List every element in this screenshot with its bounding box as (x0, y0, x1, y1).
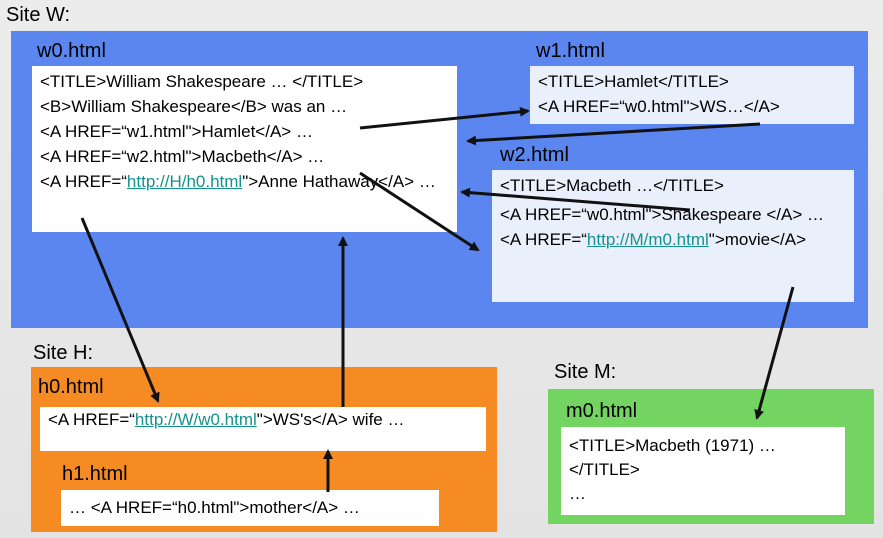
w1-line-link-w0: <A HREF=“w0.html">WS…</A> (538, 97, 780, 116)
w2-html-box: <TITLE>Macbeth …</TITLE> <A HREF=“w0.htm… (492, 170, 854, 302)
h0-href-suffix: ">WS's</A> wife … (256, 410, 405, 429)
w1-html-box: <TITLE>Hamlet</TITLE> <A HREF=“w0.html">… (530, 66, 854, 124)
w1-line-title: <TITLE>Hamlet</TITLE> (538, 72, 729, 91)
m0-line-ellipsis: … (569, 484, 586, 503)
h1-html-box: … <A HREF=“h0.html">mother</A> … (61, 490, 439, 526)
m0-line-title: <TITLE>Macbeth (1971) … </TITLE> (569, 436, 776, 479)
w0-href-suffix: ">Anne Hathaway</A> … (242, 172, 436, 191)
h0-html-box: <A HREF=“http://W/w0.html">WS's</A> wife… (40, 407, 486, 451)
w2-link-m0[interactable]: http://M/m0.html (586, 230, 709, 249)
arrow-w0-to-w1 (359, 106, 530, 130)
arrow-w2-to-w0 (460, 187, 691, 212)
w1-label: w1.html (536, 40, 605, 62)
w2-href-suffix: ">movie</A> (708, 230, 807, 249)
h0-href-prefix: <A HREF=“ (48, 410, 135, 429)
arrow-w2-to-m0 (754, 286, 795, 420)
site-w-label: Site W: (6, 4, 71, 26)
h1-line-link-h0: … <A HREF=“h0.html">mother</A> … (69, 498, 360, 517)
w0-line-title: <TITLE>William Shakespeare … </TITLE> (40, 72, 364, 91)
w2-label: w2.html (500, 144, 569, 166)
w2-line-link-m0: <A HREF=“http://M/m0.html">movie</A> (500, 227, 848, 252)
w0-line-bold: <B>William Shakespeare</B> was an … (40, 97, 348, 116)
w0-line-link-w1: <A HREF=“w1.html">Hamlet</A> … (40, 122, 313, 141)
h0-link-w0[interactable]: http://W/w0.html (134, 410, 257, 429)
site-h-label: Site H: (33, 342, 94, 364)
w0-line-link-h0: <A HREF=“http://H/h0.html">Anne Hathaway… (40, 169, 449, 194)
arrow-w0-to-w2 (359, 171, 480, 252)
m0-label: m0.html (566, 400, 638, 422)
w0-html-box: <TITLE>William Shakespeare … </TITLE> <B… (32, 66, 457, 232)
arrow-w0-to-h0 (80, 217, 160, 403)
site-m-label: Site M: (554, 361, 617, 383)
w2-line-link-w0: <A HREF=“w0.html">Shakespeare </A> … (500, 205, 824, 224)
m0-html-box: <TITLE>Macbeth (1971) … </TITLE> … (561, 427, 845, 515)
w0-link-h0[interactable]: http://H/h0.html (126, 172, 243, 191)
w2-line-title: <TITLE>Macbeth …</TITLE> (500, 176, 724, 195)
w0-line-link-w2: <A HREF=“w2.html">Macbeth</A> … (40, 147, 325, 166)
w2-href-prefix: <A HREF=“ (500, 230, 587, 249)
w0-href-prefix: <A HREF=“ (40, 172, 127, 191)
h1-label: h1.html (62, 463, 128, 485)
w0-label: w0.html (37, 40, 106, 62)
h0-line-link-w0: <A HREF=“http://W/w0.html">WS's</A> wife… (48, 410, 478, 430)
arrow-w1-to-w0 (466, 122, 761, 146)
h0-label: h0.html (38, 376, 104, 398)
